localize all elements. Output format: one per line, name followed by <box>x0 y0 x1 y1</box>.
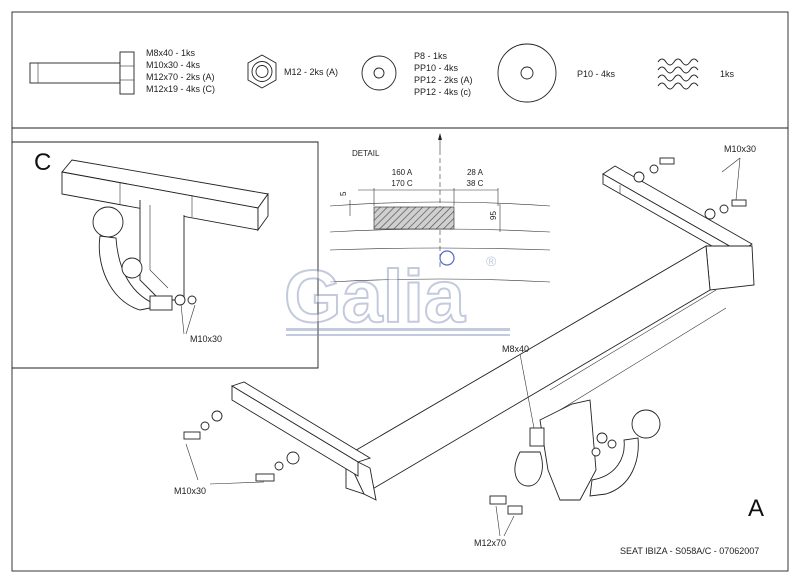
washer-line-3: PP12 - 2ks (A) <box>414 75 473 85</box>
bolt-line-3: M12x70 - 2ks (A) <box>146 72 215 82</box>
dim-38: 38 C <box>467 179 484 188</box>
label-m12x70: M12x70 <box>474 538 506 548</box>
detail-c-letter: C <box>34 149 51 176</box>
washer-line-1: P8 - 1ks <box>414 51 448 61</box>
label-m10x30-top: M10x30 <box>724 144 756 154</box>
main-a-letter: A <box>748 495 764 522</box>
dim-28: 28 A <box>467 168 484 177</box>
detail-c-bolt-label: M10x30 <box>190 334 222 344</box>
bolt-line-4: M12x19 - 4ks (C) <box>146 84 215 94</box>
nut-label: M12 - 2ks (A) <box>284 67 338 77</box>
spring-label: 1ks <box>720 69 735 79</box>
detail-c-frame <box>12 141 319 369</box>
frame-border <box>11 11 789 572</box>
main-hitch-assembly <box>183 157 755 537</box>
watermark-reg: ® <box>486 253 497 269</box>
detail-title: DETAIL <box>352 149 380 158</box>
detail-c-hitch-drawing <box>61 159 269 335</box>
galia-watermark-logo: Galia ® <box>283 253 510 339</box>
bolt-icon <box>29 51 135 95</box>
dim-95: 95 <box>489 211 498 220</box>
large-washer-icon <box>497 43 557 103</box>
detail-section: DETAIL 160 A 170 C 28 A 38 C 5 95 <box>329 133 551 283</box>
bolt-line-2: M10x30 - 4ks <box>146 60 201 70</box>
watermark-text: Galia <box>284 255 466 338</box>
dim-5: 5 <box>339 191 348 196</box>
small-washer-icon <box>361 55 397 91</box>
washer-line-4: PP12 - 4ks (c) <box>414 87 471 97</box>
dim-170: 170 C <box>391 179 413 188</box>
dim-160: 160 A <box>392 168 413 177</box>
footer-code: SEAT IBIZA - S058A/C - 07062007 <box>620 546 759 556</box>
label-m8x40: M8x40 <box>502 344 529 354</box>
washer-line-2: PP10 - 4ks <box>414 63 459 73</box>
bolt-line-1: M8x40 - 1ks <box>146 48 196 58</box>
spring-pin-icon <box>657 58 699 90</box>
large-washer-label: P10 - 4ks <box>577 69 616 79</box>
label-m10x30-left: M10x30 <box>174 486 206 496</box>
nut-icon <box>247 54 277 89</box>
